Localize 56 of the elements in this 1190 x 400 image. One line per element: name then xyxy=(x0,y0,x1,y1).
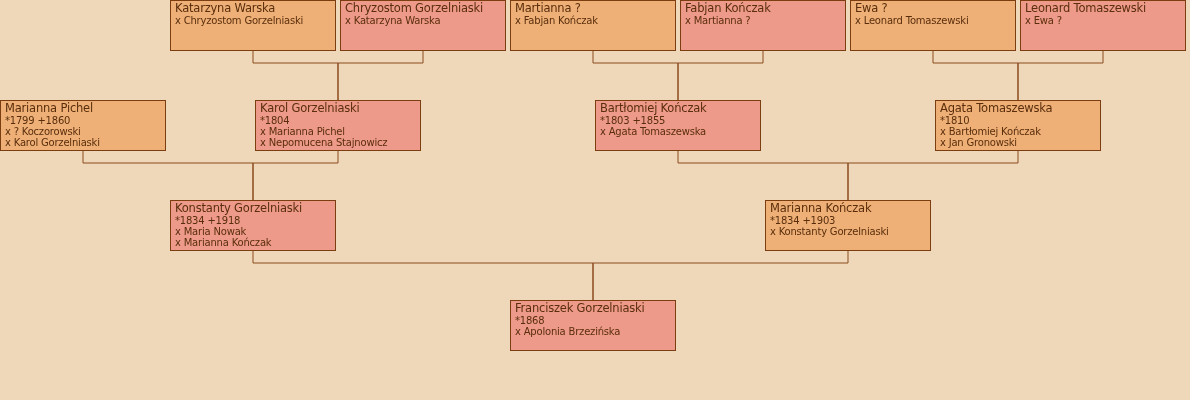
person-detail: *1799 +1860 xyxy=(5,115,72,126)
person-detail: *1803 +1855 xyxy=(600,115,667,126)
person-name: Martianna ? xyxy=(515,2,582,15)
person-card xyxy=(0,100,166,151)
person-detail: *1810 xyxy=(940,115,971,126)
connector-line xyxy=(592,250,849,301)
person-detail: x Fabjan Kończak xyxy=(515,15,599,26)
person-card xyxy=(170,200,336,251)
person-name: Franciszek Gorzelniaski xyxy=(515,302,646,315)
person-detail: x Marianna Kończak xyxy=(175,237,273,248)
person-detail: x Bartłomiej Kończak xyxy=(940,126,1042,137)
person-detail: x Chryzostom Gorzelniaski xyxy=(175,15,305,26)
person-card xyxy=(255,100,421,151)
person-detail: x Ewa ? xyxy=(1025,15,1063,26)
person-detail: x Apolonia Brzezińska xyxy=(515,326,622,337)
person-name: Katarzyna Warska xyxy=(175,2,277,15)
connector-line xyxy=(677,50,764,101)
person-name: Ewa ? xyxy=(855,2,889,15)
person-detail: x Jan Gronowski xyxy=(940,137,1018,148)
person-name: Agata Tomaszewska xyxy=(940,102,1054,115)
person-card xyxy=(340,0,506,51)
person-name: Leonard Tomaszewski xyxy=(1025,2,1148,15)
person-detail: *1868 xyxy=(515,315,546,326)
person-card xyxy=(510,300,676,351)
person-detail: x Martianna ? xyxy=(685,15,752,26)
person-name: Konstanty Gorzelniaski xyxy=(175,202,304,215)
person-detail: x Maria Nowak xyxy=(175,226,248,237)
person-detail: *1834 +1903 xyxy=(770,215,837,226)
person-detail: x ? Koczorowski xyxy=(5,126,82,137)
person-detail: x Nepomucena Stajnowicz xyxy=(260,137,389,148)
person-card xyxy=(595,100,761,151)
person-detail: x Leonard Tomaszewski xyxy=(855,15,970,26)
person-detail: x Karol Gorzelniaski xyxy=(5,137,101,148)
person-card xyxy=(765,200,931,251)
person-detail: x Marianna Pichel xyxy=(260,126,346,137)
person-card xyxy=(170,0,336,51)
connector-line xyxy=(337,50,424,101)
person-card xyxy=(1020,0,1186,51)
person-detail: *1804 xyxy=(260,115,291,126)
person-card xyxy=(935,100,1101,151)
person-name: Marianna Pichel xyxy=(5,102,94,115)
connector-line xyxy=(1017,50,1104,101)
connector-line xyxy=(252,150,339,201)
person-card xyxy=(510,0,676,51)
person-name: Bartłomiej Kończak xyxy=(600,102,708,115)
person-card xyxy=(850,0,1016,51)
person-name: Chryzostom Gorzelniaski xyxy=(345,2,485,15)
person-name: Fabjan Kończak xyxy=(685,2,772,15)
person-detail: x Katarzyna Warska xyxy=(345,15,442,26)
person-detail: x Agata Tomaszewska xyxy=(600,126,707,137)
person-name: Marianna Kończak xyxy=(770,202,873,215)
person-card xyxy=(680,0,846,51)
connector-line xyxy=(847,150,1019,201)
person-name: Karol Gorzelniaski xyxy=(260,102,361,115)
person-detail: x Konstanty Gorzelniaski xyxy=(770,226,890,237)
person-detail: *1834 +1918 xyxy=(175,215,242,226)
